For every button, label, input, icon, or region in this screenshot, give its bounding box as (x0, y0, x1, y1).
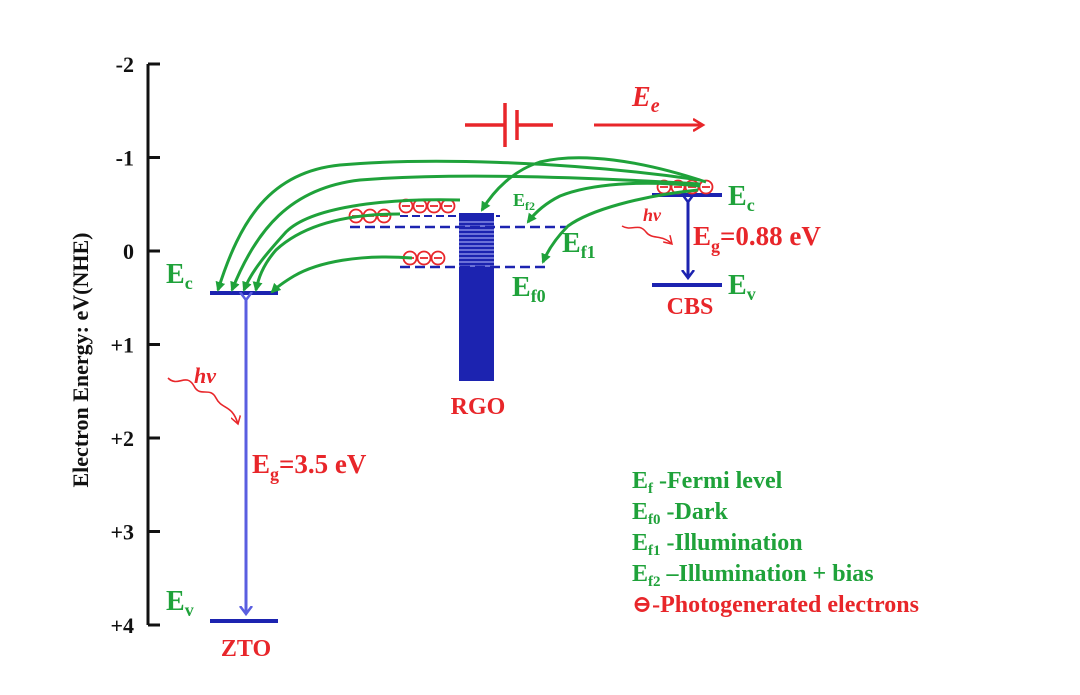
y-axis-tick-label: -1 (116, 146, 134, 171)
legend-item: Ef2 –Illumination + bias (632, 561, 874, 590)
transfer-arrow-cbs-to-rgo-ef0 (541, 188, 699, 264)
zto-ev-label: Ev (166, 586, 194, 620)
y-axis-tick-label: +3 (110, 520, 134, 545)
cbs-band: Ec Ev Eg=0.88 eV CBS hv (621, 181, 821, 320)
cbs-ev-label: Ev (728, 270, 756, 304)
zto-bandgap-label: Eg=3.5 eV (252, 449, 367, 484)
y-axis-tick-label: -2 (116, 52, 134, 77)
transfer-arrow-rgo-ef1-to-zto (252, 212, 401, 292)
cbs-name: CBS (667, 294, 714, 320)
zto-photon-wave (167, 377, 238, 424)
y-axis: -2 -1 0 +1 +2 +3 +4 Electron Energy: eV(NHE) (68, 52, 160, 638)
cbs-ec-label: Ec (728, 181, 755, 215)
cbs-bandgap-label: Eg=0.88 eV (693, 221, 821, 256)
zto-ec-label: Ec (166, 259, 193, 293)
cbs-hv-label: hv (643, 205, 662, 225)
rgo-ef0-label: Ef0 (512, 272, 546, 306)
electron-icon (430, 250, 446, 266)
transfer-arrow-cbs-to-rgo-ef2 (480, 156, 707, 212)
cbs-photon-wave (621, 225, 672, 244)
zto-name: ZTO (221, 636, 271, 662)
rgo-block (459, 213, 494, 381)
electron-transfer-arrows (215, 156, 707, 294)
y-axis-tick-label: 0 (123, 239, 134, 264)
transfer-arrow-cbs-to-zto-outer (215, 159, 701, 292)
legend-item: ⊖-Photogenerated electrons (632, 592, 919, 618)
rgo-ef1-label: Ef1 (562, 228, 596, 262)
y-axis-tick-label: +1 (110, 333, 134, 358)
y-axis-tick-labels: -2 -1 0 +1 +2 +3 +4 (110, 52, 134, 638)
bias-battery-icon (465, 103, 553, 147)
electric-field-indicator: Ee (594, 82, 703, 125)
transfer-arrow-cbs-to-zto-inner (230, 174, 701, 292)
y-axis-tick-label: +4 (110, 613, 134, 638)
electron-icon (698, 179, 714, 195)
y-axis-label: Electron Energy: eV(NHE) (68, 233, 93, 488)
transfer-arrow-rgo-ef2-to-zto (242, 198, 461, 292)
y-axis-tick-label: +2 (110, 426, 134, 451)
electron-icon (416, 250, 432, 266)
zto-hv-label: hv (194, 363, 216, 388)
zto-band: Ec Ev Eg=3.5 eV ZTO hv (166, 259, 367, 662)
electron-icon (440, 198, 456, 214)
legend-item: Ef1 -Illumination (632, 530, 803, 559)
transfer-arrow-cbs-to-rgo-ef1 (526, 181, 701, 224)
legend-item: Ef -Fermi level (632, 468, 783, 497)
rgo-band: Ef2 Ef1 Ef0 RGO (350, 190, 596, 420)
legend-item: Ef0 -Dark (632, 499, 728, 528)
rgo-name: RGO (451, 394, 506, 420)
electron-icon (426, 198, 442, 214)
transfer-arrow-rgo-ef0-to-zto (270, 255, 413, 294)
rgo-ef2-label: Ef2 (513, 190, 535, 213)
y-axis-ticks (148, 62, 160, 627)
field-label: Ee (631, 82, 660, 117)
